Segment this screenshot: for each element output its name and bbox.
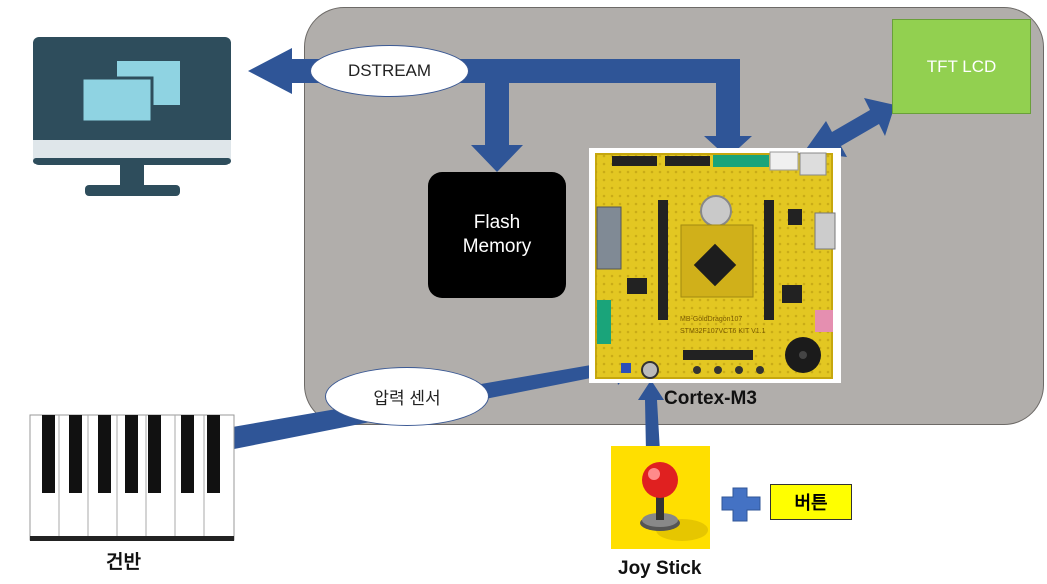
board-silkscreen-2: STM32F107VCT6 KIT V1.1 — [680, 328, 766, 335]
arrow-board-tft — [804, 98, 895, 157]
arrow-to-flash — [471, 83, 523, 172]
flash-memory-box: Flash Memory — [428, 172, 566, 298]
arrow-to-board — [704, 83, 752, 158]
pcb-board-image: MB-GoldDragon107 STM32F107VCT6 KIT V1.1 — [589, 148, 841, 383]
flash-label-line1: Flash — [473, 212, 521, 233]
button-box: 버튼 — [770, 484, 852, 520]
dstream-label: DSTREAM — [310, 45, 469, 97]
monitor-icon — [33, 37, 231, 196]
piano-keyboard-icon — [29, 414, 235, 541]
flash-label-line2: Memory — [462, 236, 532, 257]
tft-lcd-box: TFT LCD — [892, 19, 1031, 114]
board-silkscreen-1: MB-GoldDragon107 — [680, 316, 742, 323]
plus-icon — [721, 487, 761, 522]
pressure-sensor-label: 압력 센서 — [325, 367, 489, 426]
arrow-joystick-to-board — [638, 380, 664, 452]
joystick-icon — [611, 446, 710, 549]
arrow-to-monitor — [248, 48, 292, 94]
joystick-caption: Joy Stick — [618, 558, 702, 579]
keyboard-caption: 건반 — [106, 552, 141, 573]
cortex-caption: Cortex-M3 — [664, 388, 757, 409]
